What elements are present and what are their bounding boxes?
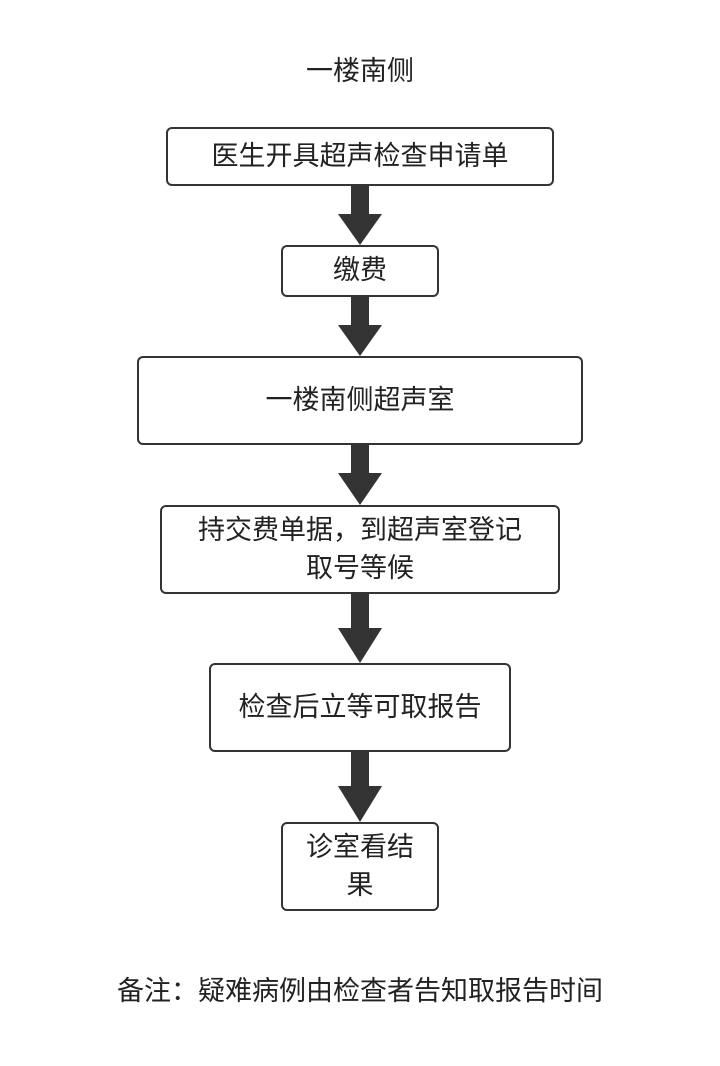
step-3-box: 一楼南侧超声室 [137,356,583,445]
step-5-label: 检查后立等可取报告 [238,691,482,723]
step-6-box: 诊室看结果 [281,822,439,911]
footnote: 备注：疑难病例由检查者告知取报告时间 [117,976,603,1007]
arrow-3-4 [338,445,382,505]
step-3-label: 一楼南侧超声室 [265,384,455,416]
arrow-4-5 [338,594,382,663]
step-1-label: 医生开具超声检查申请单 [211,140,509,172]
arrow-5-6 [338,752,382,822]
step-1-box: 医生开具超声检查申请单 [166,127,554,186]
step-5-box: 检查后立等可取报告 [209,663,511,752]
arrow-1-2 [338,186,382,245]
step-2-box: 缴费 [281,245,439,297]
diagram-title: 一楼南侧 [306,56,414,87]
step-6-label: 诊室看结果 [306,831,414,901]
step-4-label: 持交费单据，到超声室登记取号等候 [198,514,522,584]
step-4-box: 持交费单据，到超声室登记取号等候 [160,505,560,594]
arrow-2-3 [338,297,382,356]
step-2-label: 缴费 [333,255,387,286]
